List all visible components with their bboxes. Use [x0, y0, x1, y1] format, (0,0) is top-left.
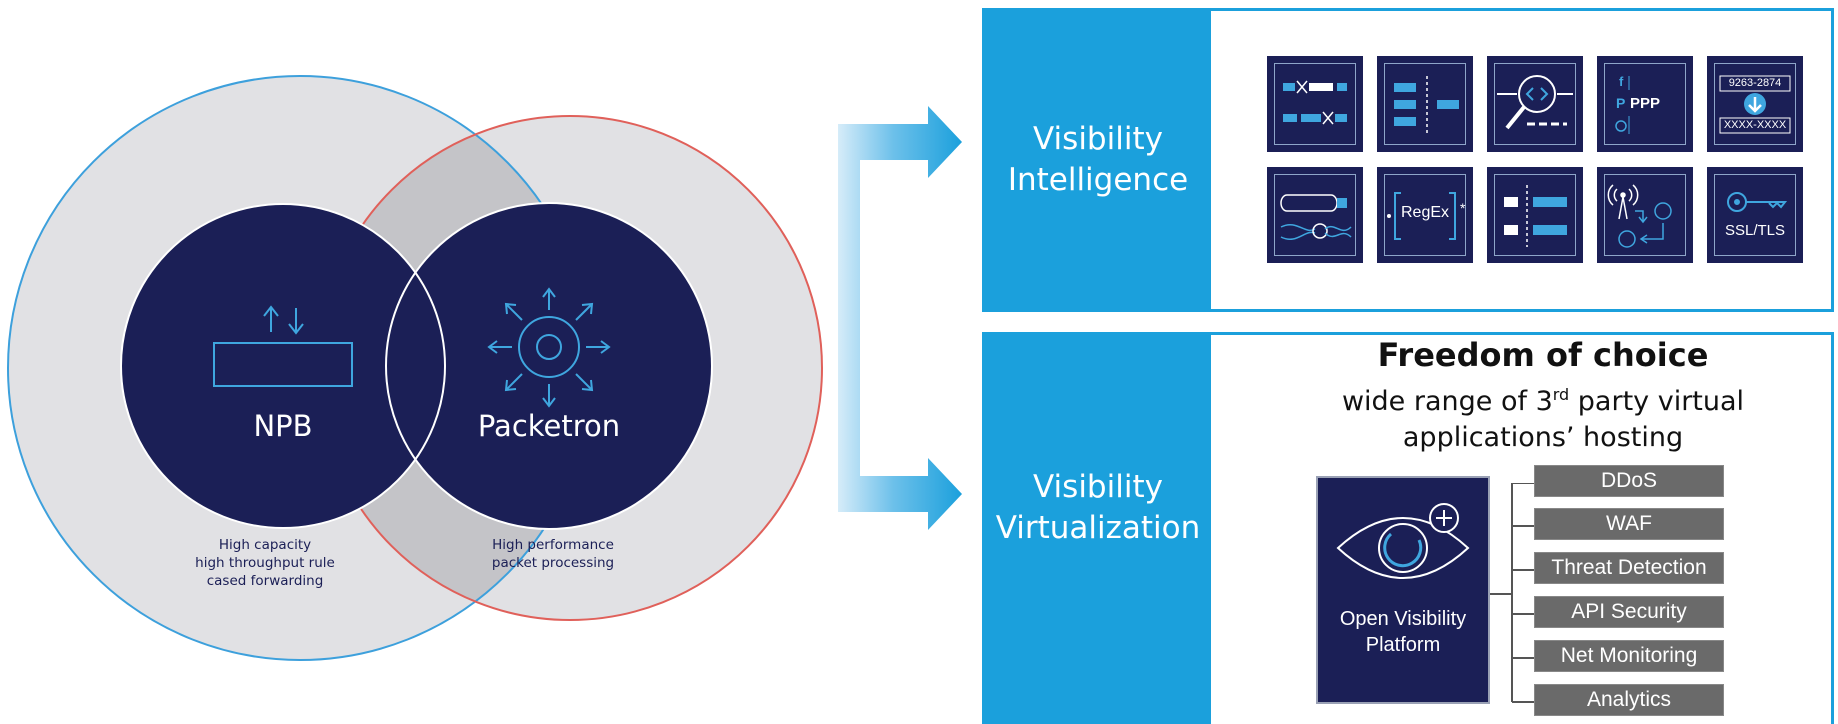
svg-text:f: f: [1619, 74, 1624, 89]
packetron-title: Packetron: [477, 409, 621, 443]
npb-caption-line: cased forwarding: [206, 573, 324, 589]
npb-title: NPB: [253, 409, 313, 443]
subtitle-sup: rd: [1552, 385, 1570, 404]
npb-packetron-venn: NPB Packetron High capacity high through…: [0, 0, 840, 719]
npb-caption: High capacity high throughput rule cased…: [180, 536, 350, 590]
packet-processing-icon: [487, 287, 611, 408]
freedom-of-choice-title: Freedom of choice: [1377, 336, 1709, 374]
masking-result-text: XXXX-XXXX: [1723, 119, 1787, 131]
open-visibility-platform-label: Open Visibility Platform: [1339, 608, 1467, 656]
slicing-icon: [1377, 56, 1473, 152]
npb-caption-line: high throughput rule: [195, 555, 335, 571]
packetron-caption-line: packet processing: [491, 555, 615, 571]
venn-graphic: [7, 75, 823, 661]
subtitle-post: party virtual: [1569, 386, 1745, 417]
intelligence-icon-grid: f P PPP 9263-2874 XXXX-XXXX: [1267, 56, 1803, 263]
filter-icon: [1267, 56, 1363, 152]
subtitle-pre: wide range of 3: [1341, 386, 1553, 417]
ssl-decryption-icon: SSL/TLS: [1707, 167, 1803, 263]
visibility-intelligence-panel: Visibility Intelligence: [982, 8, 1834, 312]
forwarding-icon: [213, 305, 353, 387]
deep-inspection-icon: [1487, 56, 1583, 152]
data-masking-icon: 9263-2874 XXXX-XXXX: [1707, 56, 1803, 152]
visibility-virtualization-label: Visibility Virtualization: [995, 468, 1201, 546]
regex-text: RegEx: [1400, 204, 1450, 221]
packetron-core-circle: [386, 203, 712, 529]
app-net-monitoring: Net Monitoring: [1534, 640, 1724, 672]
app-waf: WAF: [1534, 508, 1724, 540]
app-api-security: API Security: [1534, 596, 1724, 628]
visibility-intelligence-label: Visibility Intelligence: [1007, 121, 1189, 198]
eye-plus-icon: [1336, 503, 1470, 579]
packetron-caption: High performance packet processing: [478, 536, 628, 572]
masking-source-text: 9263-2874: [1728, 77, 1782, 89]
mobile-correlation-icon: [1597, 167, 1693, 263]
svg-text:P: P: [1616, 95, 1625, 111]
platform-bracket: [1490, 483, 1534, 703]
freedom-of-choice-subtitle: wide range of 3rd party virtual applicat…: [1243, 377, 1838, 456]
app-identification-icon: f P PPP: [1597, 56, 1693, 152]
visibility-virtualization-panel: Visibility Virtualization Freedom of cho…: [982, 332, 1834, 724]
branch-arrow: [838, 106, 962, 530]
open-visibility-platform-box: Open Visibility Platform: [1316, 476, 1490, 704]
app-analytics: Analytics: [1534, 684, 1724, 716]
npb-caption-line: High capacity: [218, 537, 312, 553]
subtitle-line-2: applications’ hosting: [1402, 422, 1684, 453]
regex-icon: * RegEx: [1377, 167, 1473, 263]
visibility-intelligence-label-block: Visibility Intelligence: [985, 11, 1211, 309]
svg-text:*: *: [1460, 200, 1466, 216]
tunnel-termination-icon: [1267, 167, 1363, 263]
app-ddos: DDoS: [1534, 465, 1724, 497]
app-threat-detection: Threat Detection: [1534, 552, 1724, 584]
ssl-text: SSL/TLS: [1724, 222, 1786, 239]
visibility-virtualization-label-block: Visibility Virtualization: [985, 335, 1211, 724]
packetron-caption-line: High performance: [492, 537, 614, 553]
svg-text:PPP: PPP: [1630, 95, 1660, 112]
deduplication-icon: [1487, 167, 1583, 263]
npb-core-circle: [121, 204, 445, 528]
